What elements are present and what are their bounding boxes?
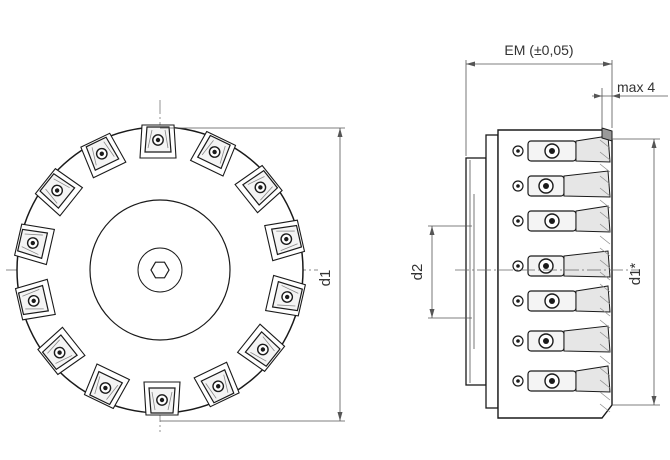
cutting-tip [601,127,613,142]
insert-pocket [264,219,306,262]
side-insert [512,365,611,393]
insert-pocket [80,132,127,179]
insert-pocket [13,223,56,266]
max-arrow-right-icon [612,93,620,99]
collar-outline [485,134,499,409]
insert-pocket [189,130,237,177]
d1-arrow-top-icon [337,128,343,137]
d1-label: d1 [317,270,334,287]
max-arrow-left-icon [594,93,602,99]
d2-label: d2 [409,264,426,281]
d2-arrow-bottom-icon [429,309,435,318]
d1star-arrow-bottom-icon [651,396,657,405]
d1-arrow-bottom-icon [337,412,343,421]
d1star-arrow-top-icon [651,139,657,148]
side-insert [512,325,611,353]
insert-pocket [193,361,240,408]
side-view: EM (±0,05) max 4 d2 d1* [409,42,668,419]
side-insert [512,285,611,313]
insert-pocket [34,167,84,217]
insert-pocket [264,274,307,317]
side-inserts [512,127,613,413]
d1star-label: d1* [627,263,644,286]
side-insert [512,135,611,163]
d2-arrow-top-icon [429,226,435,235]
side-insert [512,250,611,278]
insert-pockets [13,124,307,416]
insert-pocket [143,381,181,416]
em-arrow-left-icon [466,61,475,67]
side-insert [512,205,611,233]
insert-pocket [236,323,286,373]
side-insert [512,170,611,198]
bore-circle [137,247,183,293]
flange-outline [465,157,487,386]
insert-pocket [14,278,56,321]
em-arrow-right-icon [603,61,612,67]
insert-pocket [139,124,177,159]
insert-pocket [83,363,131,410]
hex-socket-icon [150,261,170,279]
insert-pocket [234,164,283,214]
hub-outer-circle [89,199,231,341]
em-label: EM (±0,05) [504,42,573,58]
front-view: d1 [6,100,345,432]
max-label: max 4 [617,79,655,95]
insert-pocket [37,326,86,376]
